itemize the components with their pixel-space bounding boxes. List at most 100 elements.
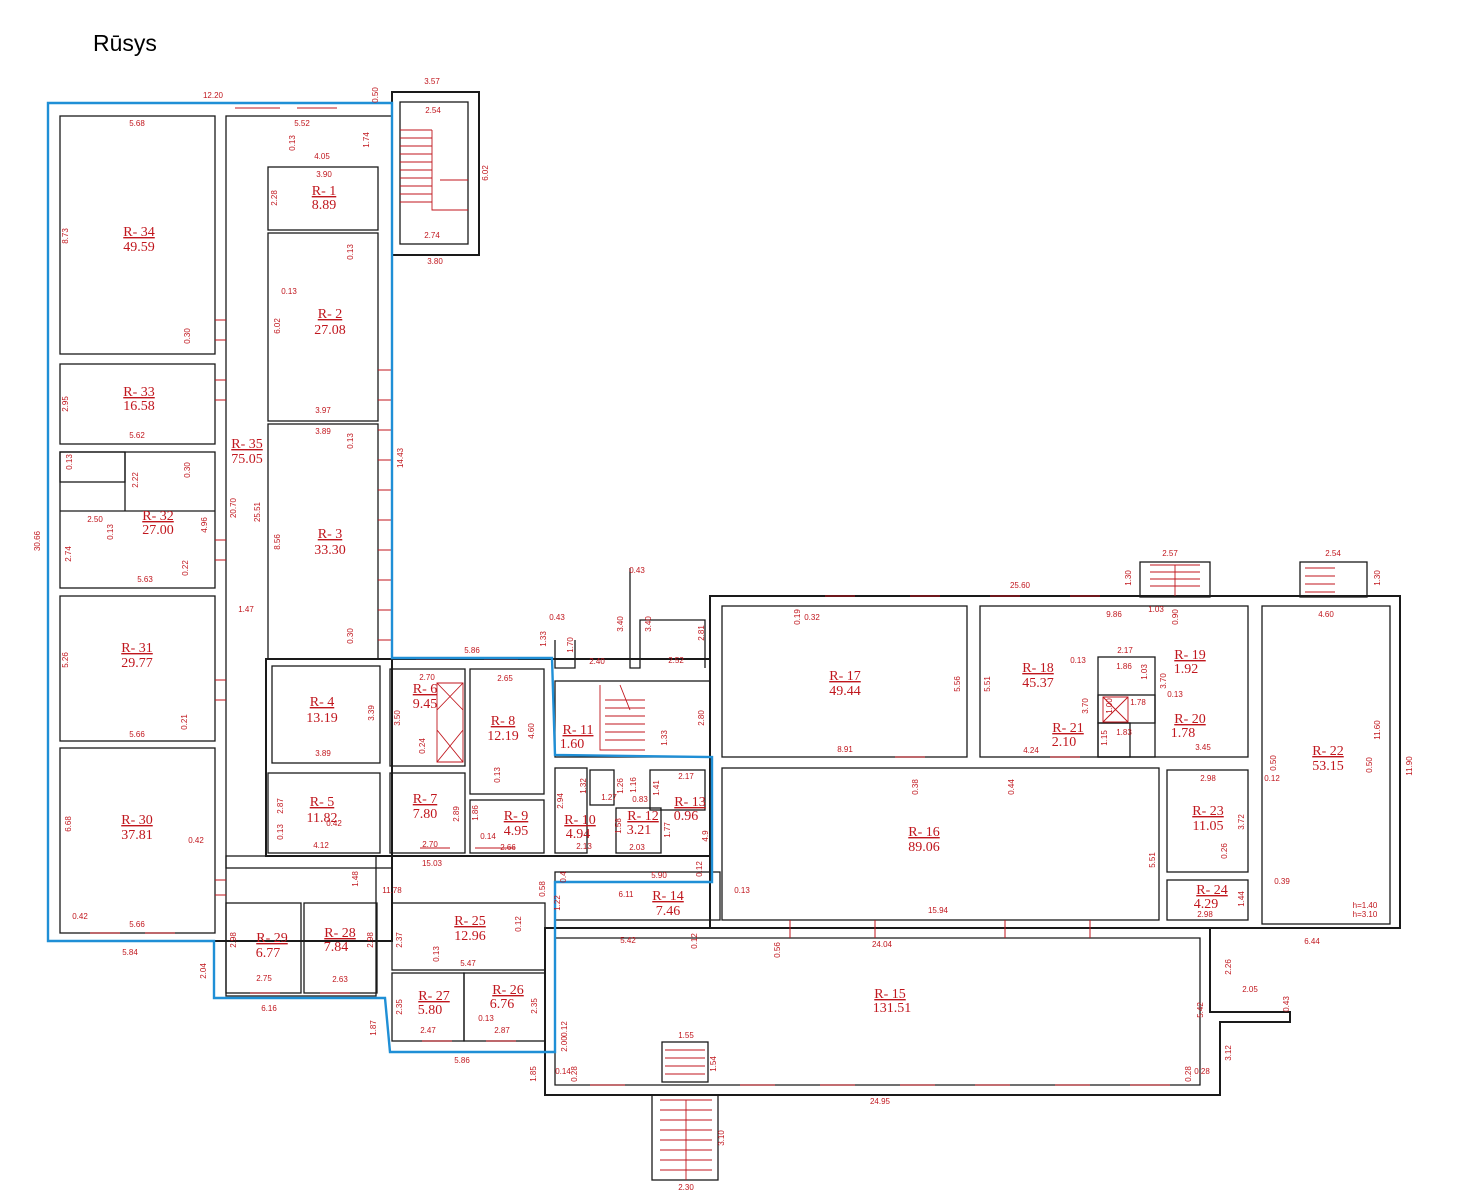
room-area: 29.77 xyxy=(121,656,153,671)
room-label: R- 33 xyxy=(123,385,155,400)
dimension: 1.70 xyxy=(566,637,575,653)
dimension: 2.47 xyxy=(420,1026,436,1035)
dimension: 6.44 xyxy=(1304,937,1320,946)
dimension: 1.83 xyxy=(1116,728,1132,737)
room-area: 4.94 xyxy=(566,827,591,842)
dimension: 1.41 xyxy=(652,780,661,796)
dimension: 0.13 xyxy=(1070,656,1086,665)
room-label: R- 22 xyxy=(1312,744,1344,759)
dimension: 2.74 xyxy=(64,546,73,562)
dimension: 2.74 xyxy=(424,231,440,240)
dimension: 3.89 xyxy=(315,749,331,758)
dimension: 1.27 xyxy=(601,793,617,802)
dimension: 11.90 xyxy=(1405,756,1414,776)
room-area: 13.19 xyxy=(306,711,338,726)
dimension: 2.05 xyxy=(1242,985,1258,994)
dimension: 1.33 xyxy=(539,631,548,647)
dimension: 2.22 xyxy=(131,472,140,488)
dimension: 2.26 xyxy=(1224,959,1233,975)
room-area: 53.15 xyxy=(1312,759,1344,774)
dimension: 1.44 xyxy=(1237,891,1246,907)
dimension: 0.26 xyxy=(1220,843,1229,859)
dimension: 0.43 xyxy=(629,566,645,575)
dimension: 0.12 xyxy=(1264,774,1280,783)
dimension: 0.50 xyxy=(1269,755,1278,771)
room-r26: R- 266.76 xyxy=(490,983,524,1012)
room-area: 6.77 xyxy=(256,946,281,961)
dimension: 12.20 xyxy=(203,91,224,100)
dimension: 0.42 xyxy=(326,819,342,828)
dimension: 2.70 xyxy=(419,673,435,682)
dimension: 2.54 xyxy=(425,106,441,115)
dimension: 0.12 xyxy=(695,861,704,877)
room-label: R- 10 xyxy=(564,813,596,828)
dimension: 0.12 xyxy=(690,933,699,949)
dimension: 3.39 xyxy=(367,705,376,721)
dimension: 0.13 xyxy=(276,824,285,840)
dimensions: 12.20 0.50 3.57 2.54 5.68 5.52 1.74 4.05… xyxy=(33,77,1414,1192)
dimension: 5.42 xyxy=(620,936,636,945)
dimension: 15.94 xyxy=(928,906,949,915)
room-area: 11.05 xyxy=(1193,819,1224,834)
room-label: R- 30 xyxy=(121,813,153,828)
room-r8: R- 812.19 xyxy=(487,714,519,744)
dimension: 3.90 xyxy=(316,170,332,179)
room-r1: R- 18.89 xyxy=(312,184,337,213)
room-r11: R- 111.60 xyxy=(560,723,594,752)
room-label: R- 11 xyxy=(563,723,594,738)
room-label: R- 17 xyxy=(829,669,861,684)
dimension: 0.43 xyxy=(549,613,565,622)
dimension: 3.10 xyxy=(717,1130,726,1146)
dimension: 1.87 xyxy=(369,1020,378,1036)
room-area: 4.29 xyxy=(1194,897,1219,912)
dimension: 3.97 xyxy=(315,406,331,415)
dimension: 30.66 xyxy=(33,530,42,551)
dimension: 2.98 xyxy=(1197,910,1213,919)
dimension: 4.12 xyxy=(313,841,329,850)
room-r29: R- 296.77 xyxy=(256,931,288,961)
dimension: 1.26 xyxy=(616,778,625,794)
dimension: 0.56 xyxy=(773,942,782,958)
dimension: 1.86 xyxy=(1116,662,1132,671)
dimension: 2.66 xyxy=(500,843,516,852)
dimension: 3.40 xyxy=(644,616,653,632)
dimension: 3.80 xyxy=(427,257,443,266)
dimension: 2.54 xyxy=(1325,549,1341,558)
dimension: 5.52 xyxy=(294,119,310,128)
dimension: 1.48 xyxy=(351,871,360,887)
room-label: R- 13 xyxy=(674,795,706,810)
dimension: 4.60 xyxy=(527,723,536,739)
dimension: 5.51 xyxy=(983,676,992,692)
room-area: 45.37 xyxy=(1022,676,1054,691)
dimension: 1.30 xyxy=(1124,570,1133,586)
dimension: 0.13 xyxy=(346,433,355,449)
dimension: 0.12 xyxy=(560,1021,569,1037)
dimension: 8.91 xyxy=(837,745,853,754)
dimension: 6.02 xyxy=(273,318,282,334)
dimension: 2.98 xyxy=(366,932,375,948)
room-label: R- 2 xyxy=(318,307,343,322)
dimension: 0.13 xyxy=(493,767,502,783)
room-label: R- 28 xyxy=(324,926,356,941)
dimension: 3.45 xyxy=(1195,743,1211,752)
dimension: 0.13 xyxy=(432,946,441,962)
room-label: R- 6 xyxy=(413,682,438,697)
room-label: R- 15 xyxy=(874,987,906,1002)
dimension: 2.70 xyxy=(422,840,438,849)
dimension: 2.17 xyxy=(1117,646,1133,655)
dimension: 0.30 xyxy=(183,328,192,344)
room-label: R- 4 xyxy=(310,695,335,710)
dimension: 0.22 xyxy=(181,560,190,576)
room-label: R- 29 xyxy=(256,931,288,946)
dimension: 24.95 xyxy=(870,1097,891,1106)
room-label: R- 1 xyxy=(312,184,337,199)
dimension: 5.86 xyxy=(454,1056,470,1065)
dimension: 3.40 xyxy=(616,616,625,632)
dimension: 2.98 xyxy=(229,932,238,948)
room-area: 131.51 xyxy=(873,1001,912,1016)
room-area: 0.96 xyxy=(674,809,699,824)
room-area: 9.45 xyxy=(413,697,438,712)
